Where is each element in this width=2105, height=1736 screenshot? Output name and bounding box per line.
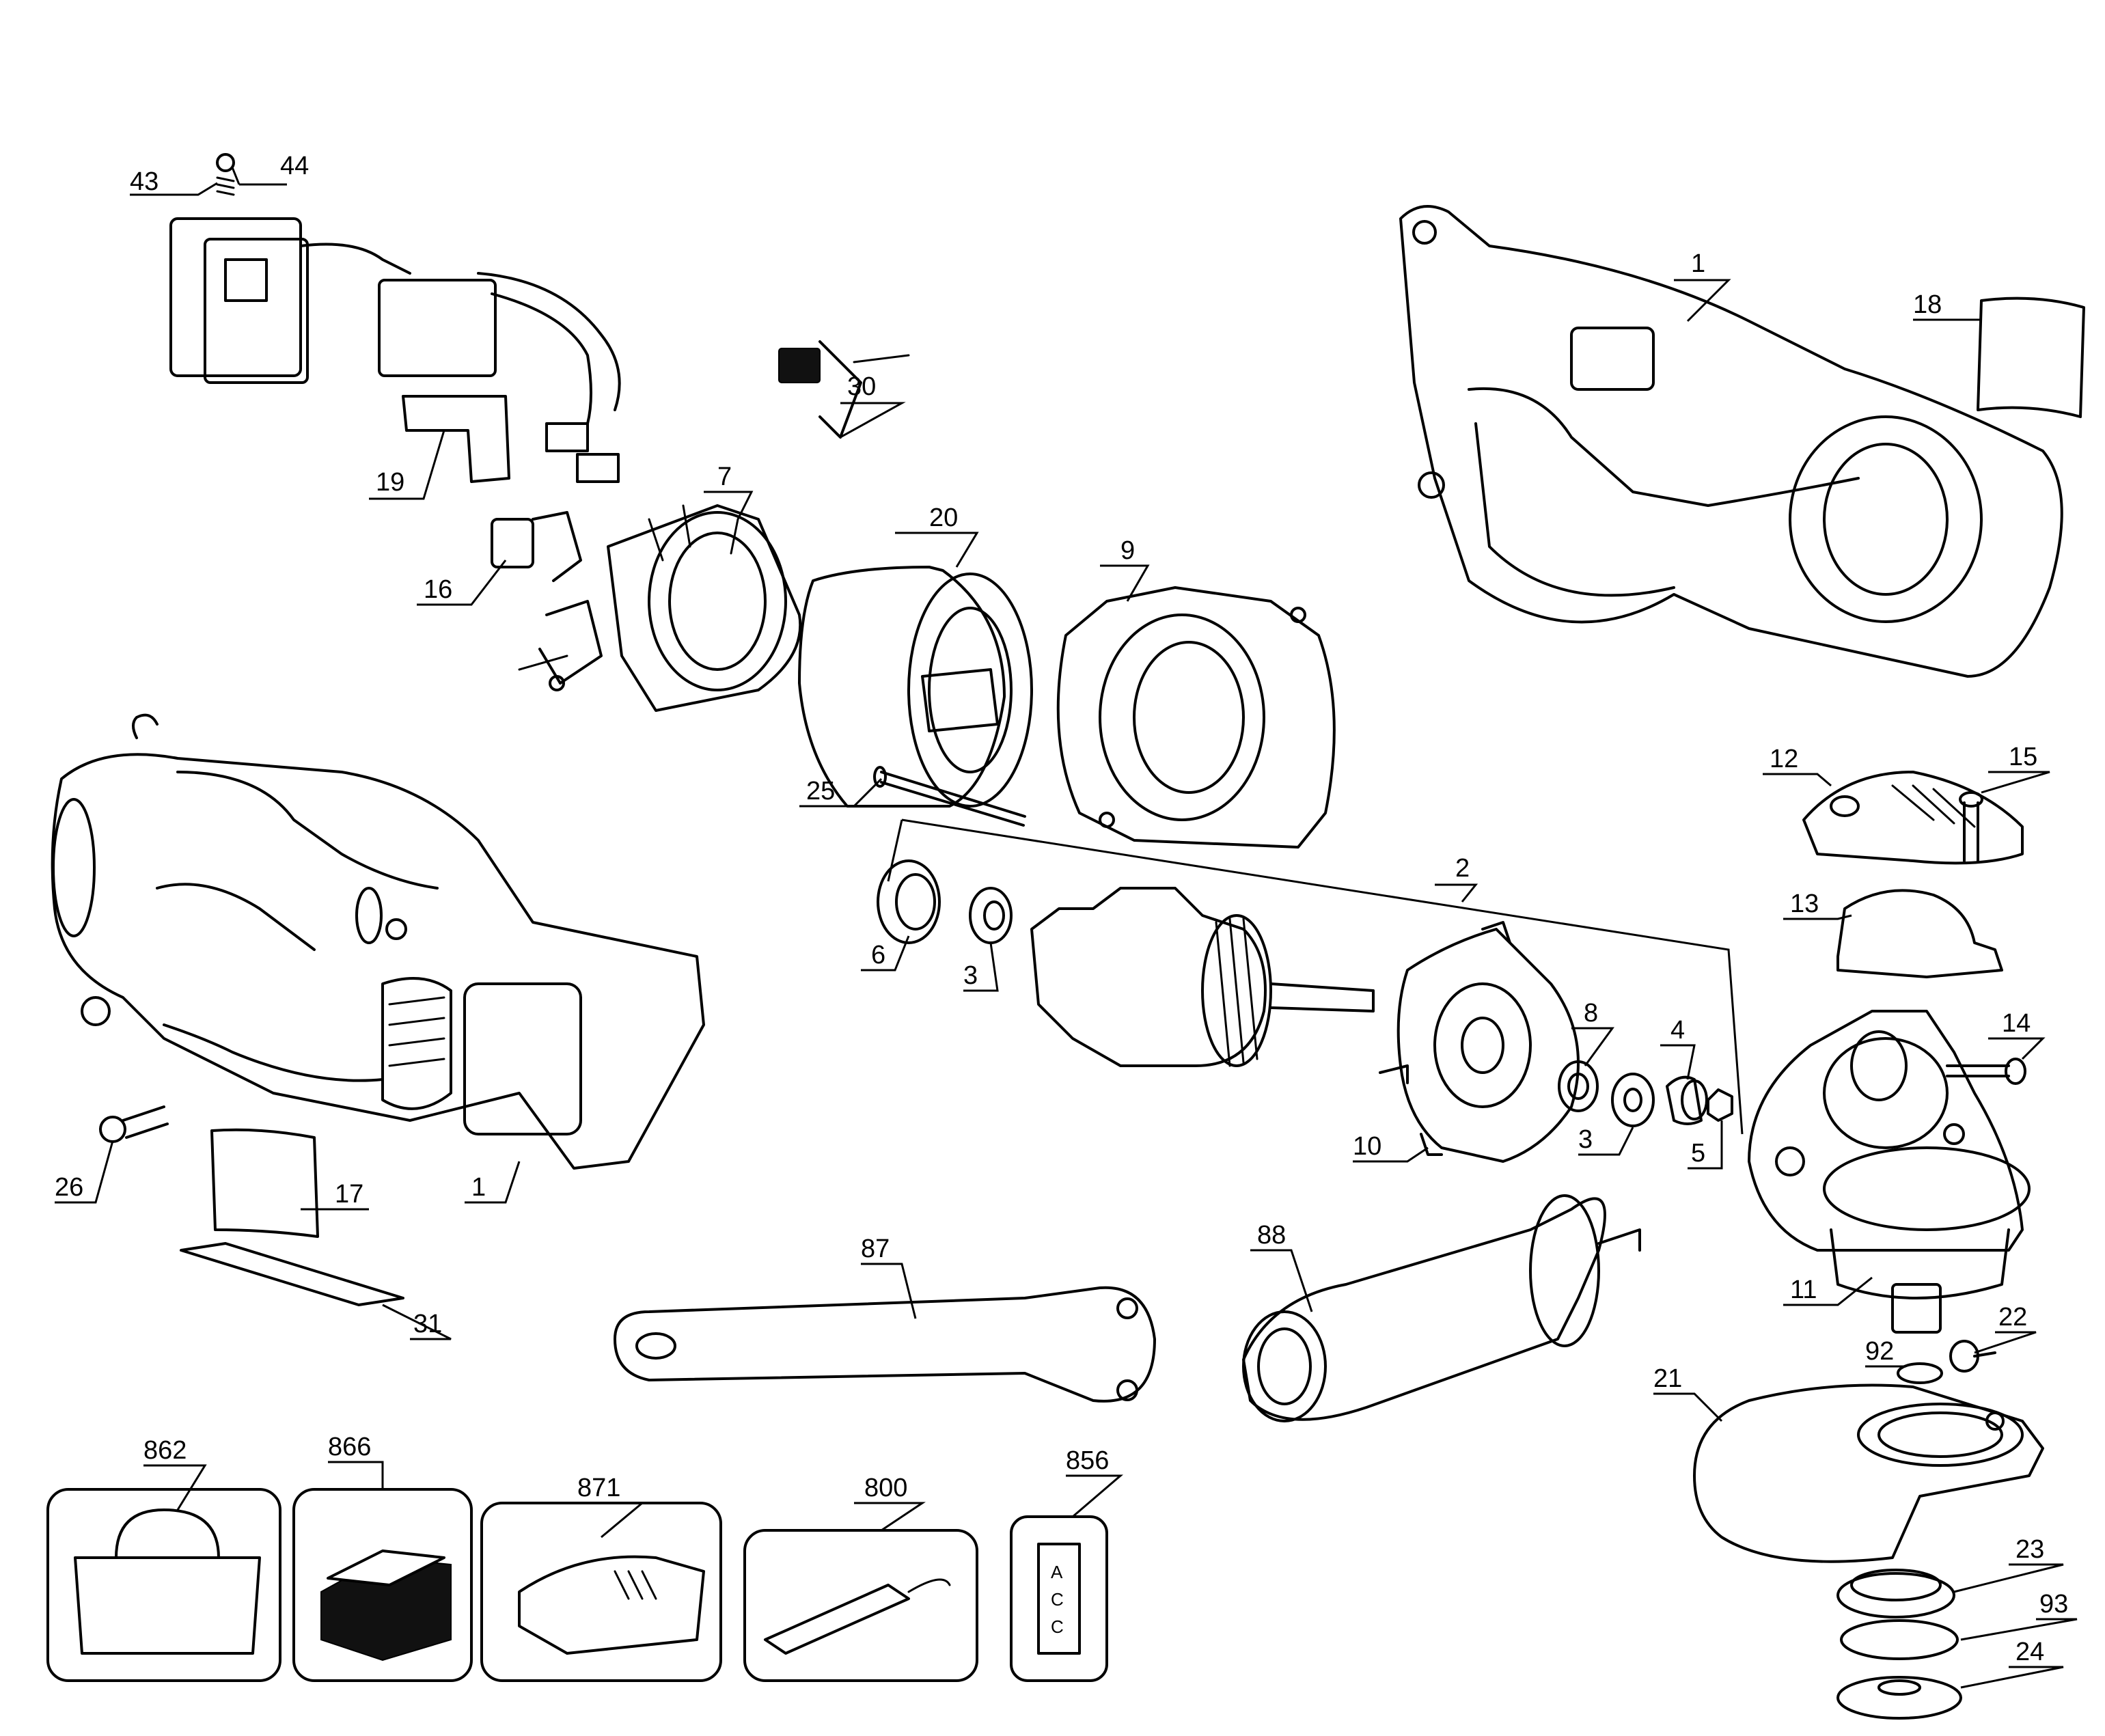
main-housing: [51, 713, 705, 1170]
callout-92: 92: [1865, 1337, 1894, 1366]
kit-label-letter-1: A: [1051, 1562, 1063, 1582]
flange-23: [1836, 1569, 1955, 1618]
callout-856: 856: [1066, 1446, 1109, 1475]
kit-box-862: [46, 1488, 281, 1682]
callout-24: 24: [2015, 1638, 2044, 1666]
kit-label-letter-2: C: [1051, 1589, 1064, 1610]
callout-1-bottom: 1: [471, 1173, 486, 1202]
brush-16: [491, 511, 603, 691]
small-parts-8-3-4-5: [1558, 1060, 1733, 1127]
brush-holder-30: [778, 340, 910, 439]
armature-2: [877, 818, 1744, 1135]
screw-25: [873, 766, 1026, 827]
switch-assembly: [169, 153, 621, 483]
callout-87: 87: [861, 1235, 890, 1263]
field-holder-7: [607, 504, 802, 712]
label-31: [180, 1242, 404, 1306]
callout-23: 23: [2015, 1535, 2044, 1564]
nut-24: [1836, 1676, 1962, 1720]
callout-12: 12: [1770, 745, 1798, 773]
callout-16: 16: [424, 575, 452, 604]
gear-case-11: [1748, 1010, 2031, 1334]
housing-half-top: [1399, 205, 2063, 678]
screw-26: [99, 1105, 169, 1143]
callout-19: 19: [376, 468, 404, 497]
washer-93: [1840, 1619, 1959, 1660]
callout-21: 21: [1653, 1364, 1682, 1393]
kit-box-871: [480, 1502, 722, 1682]
kit-box-856: A C C: [1010, 1515, 1108, 1682]
callout-9: 9: [1120, 536, 1135, 565]
label-18: [1977, 297, 2085, 418]
callout-3-left: 3: [963, 961, 978, 990]
callout-4: 4: [1670, 1016, 1685, 1045]
screw-14: [1946, 1058, 2026, 1085]
screw-15: [1959, 791, 1983, 862]
callout-15: 15: [2009, 743, 2037, 771]
label-17: [210, 1128, 319, 1238]
callout-13: 13: [1790, 890, 1819, 918]
callout-866: 866: [328, 1433, 371, 1461]
field-20: [798, 566, 1033, 808]
callout-22: 22: [1998, 1303, 2027, 1332]
callout-2: 2: [1455, 854, 1470, 883]
guard-21: [1693, 1383, 2044, 1563]
callout-7: 7: [717, 463, 732, 491]
callout-8: 8: [1584, 999, 1598, 1028]
gear-cover-12: [1802, 771, 2024, 865]
callout-25: 25: [806, 777, 835, 805]
callout-leaders: [55, 167, 2078, 1689]
fan-10: [1379, 921, 1580, 1163]
kit-box-800: [743, 1529, 978, 1682]
callout-43: 43: [130, 167, 159, 196]
callout-93: 93: [2039, 1590, 2068, 1618]
callout-3-right: 3: [1578, 1125, 1593, 1154]
callout-30: 30: [847, 372, 876, 401]
spindle-lock-22: [1949, 1340, 1996, 1373]
callout-10: 10: [1353, 1132, 1381, 1161]
callout-800: 800: [864, 1474, 907, 1502]
callout-14: 14: [2002, 1009, 2031, 1038]
callout-18: 18: [1913, 290, 1942, 319]
callout-6: 6: [871, 941, 885, 969]
o-ring-92: [1897, 1362, 1943, 1384]
callout-31: 31: [413, 1310, 442, 1338]
callout-1-top: 1: [1691, 249, 1705, 278]
spanner-wrench-87: [614, 1286, 1156, 1403]
callout-871: 871: [577, 1474, 620, 1502]
kit-label-letter-3: C: [1051, 1616, 1064, 1637]
gasket-13: [1836, 889, 2003, 978]
callout-labels: 44 43 1 18 30 19 7 20 9 16 25 15 12 2 13…: [55, 152, 2068, 1666]
kit-box-866: [292, 1488, 473, 1682]
callout-17: 17: [335, 1180, 363, 1209]
callout-26: 26: [55, 1173, 83, 1202]
side-handle-88: [1242, 1194, 1641, 1422]
callout-11: 11: [1790, 1276, 1817, 1304]
callout-862: 862: [143, 1436, 187, 1465]
callout-20: 20: [929, 504, 958, 532]
bearing-housing-9: [1056, 586, 1336, 849]
callout-88: 88: [1257, 1221, 1286, 1250]
callout-44: 44: [280, 152, 309, 180]
callout-5: 5: [1691, 1139, 1705, 1168]
